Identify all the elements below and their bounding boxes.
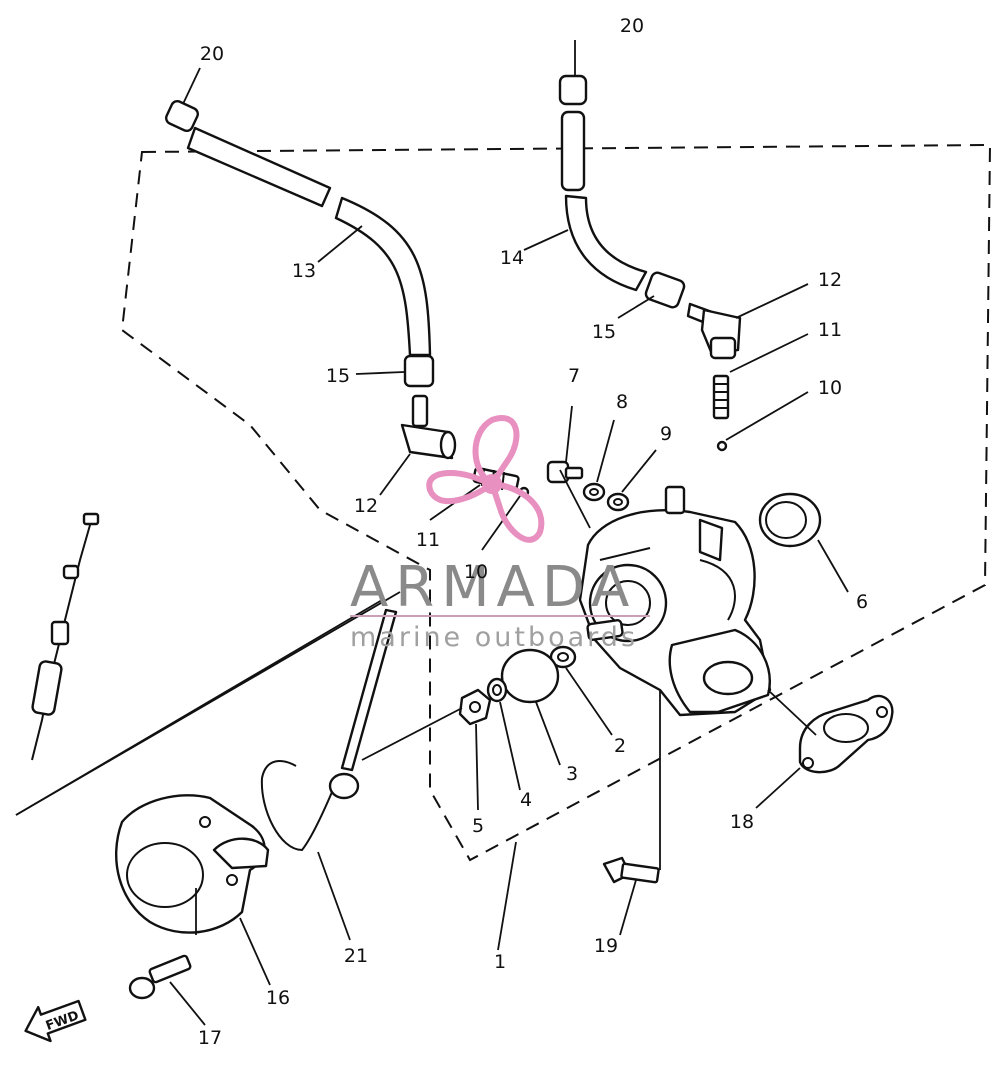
spring-11-right [712, 374, 730, 420]
washer-9 [606, 492, 630, 512]
oil-seal-6 [758, 492, 822, 548]
fwd-arrow: FWD [24, 999, 87, 1043]
callout-15-left: 15 [326, 365, 350, 387]
callout-21: 21 [344, 945, 368, 967]
callout-4: 4 [520, 789, 532, 811]
gasket-18 [798, 694, 894, 774]
assembly-boundary [120, 143, 992, 862]
callout-9: 9 [660, 423, 672, 445]
callout-7: 7 [568, 365, 580, 387]
callout-17: 17 [198, 1027, 222, 1049]
check-ball-10-right [716, 440, 728, 452]
propeller-logo-mark [426, 415, 545, 543]
callout-5: 5 [472, 815, 484, 837]
callout-11-center: 11 [416, 529, 440, 551]
callout-16: 16 [266, 987, 290, 1009]
oil-pump-body-1 [578, 485, 772, 717]
callout-10-right: 10 [818, 377, 842, 399]
hose-13 [186, 126, 432, 357]
callout-labels: 20 13 15 12 11 10 20 14 15 12 11 10 7 8 … [198, 15, 868, 1049]
callout-20-left: 20 [200, 43, 224, 65]
bolt-19 [602, 856, 660, 884]
callout-13: 13 [292, 260, 316, 282]
callout-12-right: 12 [818, 269, 842, 291]
clip-15-right [644, 271, 686, 309]
callout-19: 19 [594, 935, 618, 957]
callout-14: 14 [500, 247, 524, 269]
armada-logo: ARMADA marine outboards [350, 415, 650, 653]
link-rod-21 [260, 608, 398, 852]
washer-4 [486, 677, 508, 703]
callout-18: 18 [730, 811, 754, 833]
elbow-fitting-12-left [400, 394, 457, 460]
hose-14 [560, 110, 648, 292]
callout-3: 3 [566, 763, 578, 785]
washer-8 [582, 482, 606, 502]
callout-15-right: 15 [592, 321, 616, 343]
callout-10-center: 10 [464, 561, 488, 583]
leader-lines [15, 40, 849, 1026]
screw-17 [128, 954, 192, 1000]
cover-16 [114, 794, 270, 934]
clip-15-left [403, 354, 435, 388]
drive-gear-3 [500, 648, 560, 704]
watermark-tagline: marine outboards [350, 622, 638, 653]
oil-pump-link-cable [31, 512, 100, 761]
watermark-brand: ARMADA [350, 555, 636, 620]
callout-8: 8 [616, 391, 628, 413]
cap-20-top [558, 74, 588, 106]
callout-11-right: 11 [818, 319, 842, 341]
elbow-fitting-12-right [686, 302, 742, 360]
callout-20-top: 20 [620, 15, 644, 37]
washer-2 [549, 645, 577, 669]
callout-12-left: 12 [354, 495, 378, 517]
callout-6: 6 [856, 591, 868, 613]
cap-20-left [165, 99, 199, 133]
callout-1: 1 [494, 951, 506, 973]
nut-5 [458, 688, 492, 726]
callout-2: 2 [614, 735, 626, 757]
